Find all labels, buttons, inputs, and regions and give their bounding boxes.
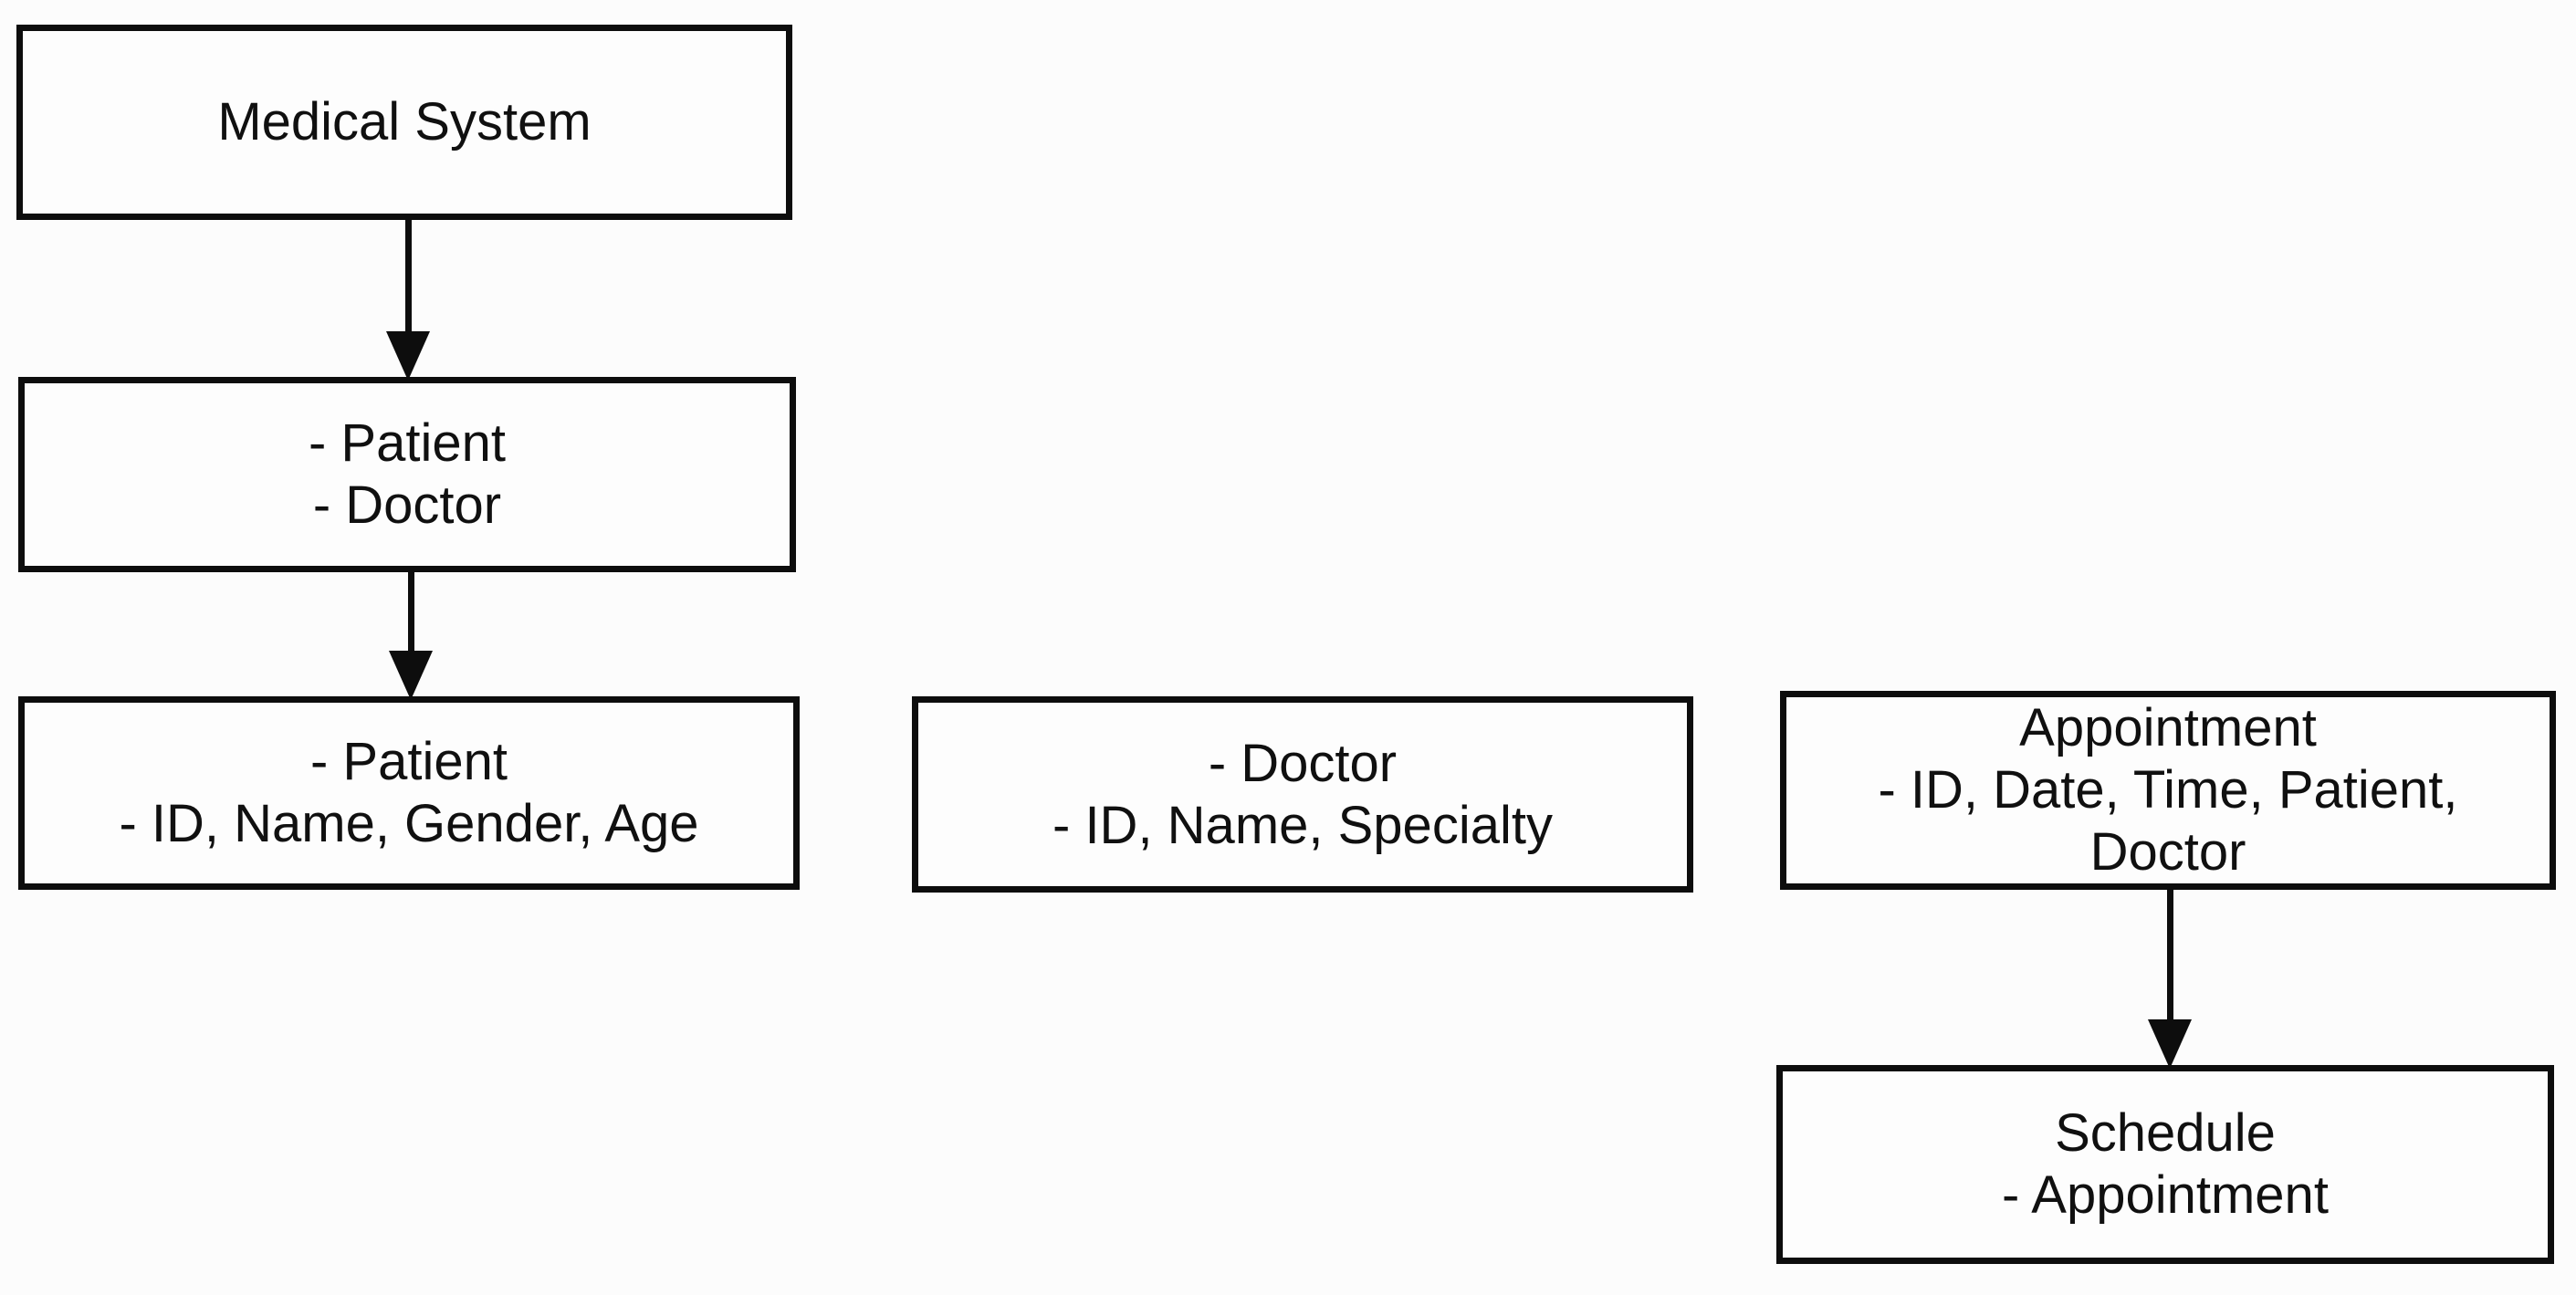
- arrow-entities-to-patient: [389, 572, 433, 700]
- arrow-head-icon: [2148, 1019, 2192, 1069]
- node-medical-system-label: Medical System: [217, 92, 592, 151]
- node-schedule-line: Schedule: [2055, 1103, 2276, 1163]
- node-patient-attributes: - Patient - ID, Name, Gender, Age: [18, 696, 800, 890]
- node-system-entities-line: - Patient: [309, 413, 506, 473]
- arrow-head-icon: [389, 651, 433, 700]
- node-patient-attributes-line: - Patient: [310, 732, 508, 791]
- node-medical-system: Medical System: [16, 25, 792, 220]
- node-system-entities-line: - Doctor: [312, 475, 502, 535]
- arrow-system-to-entities: [386, 220, 430, 381]
- arrow-head-icon: [386, 331, 430, 381]
- node-doctor-attributes: - Doctor - ID, Name, Specialty: [912, 696, 1693, 893]
- node-appointment-line: - ID, Date, Time, Patient,: [1878, 760, 2458, 820]
- arrow-shaft: [407, 572, 414, 651]
- node-patient-attributes-line: - ID, Name, Gender, Age: [119, 794, 699, 853]
- node-appointment-line: Doctor: [2089, 822, 2246, 882]
- node-schedule: Schedule - Appointment: [1776, 1065, 2554, 1264]
- node-doctor-attributes-line: - Doctor: [1208, 733, 1398, 793]
- node-system-entities: - Patient - Doctor: [18, 377, 796, 572]
- arrow-shaft: [404, 220, 412, 331]
- node-schedule-line: - Appointment: [2002, 1165, 2329, 1225]
- node-appointment-line: Appointment: [2019, 698, 2317, 757]
- node-doctor-attributes-line: - ID, Name, Specialty: [1052, 795, 1553, 855]
- arrow-appointment-to-schedule: [2148, 890, 2192, 1069]
- node-appointment: Appointment - ID, Date, Time, Patient, D…: [1780, 691, 2556, 890]
- arrow-shaft: [2166, 890, 2173, 1019]
